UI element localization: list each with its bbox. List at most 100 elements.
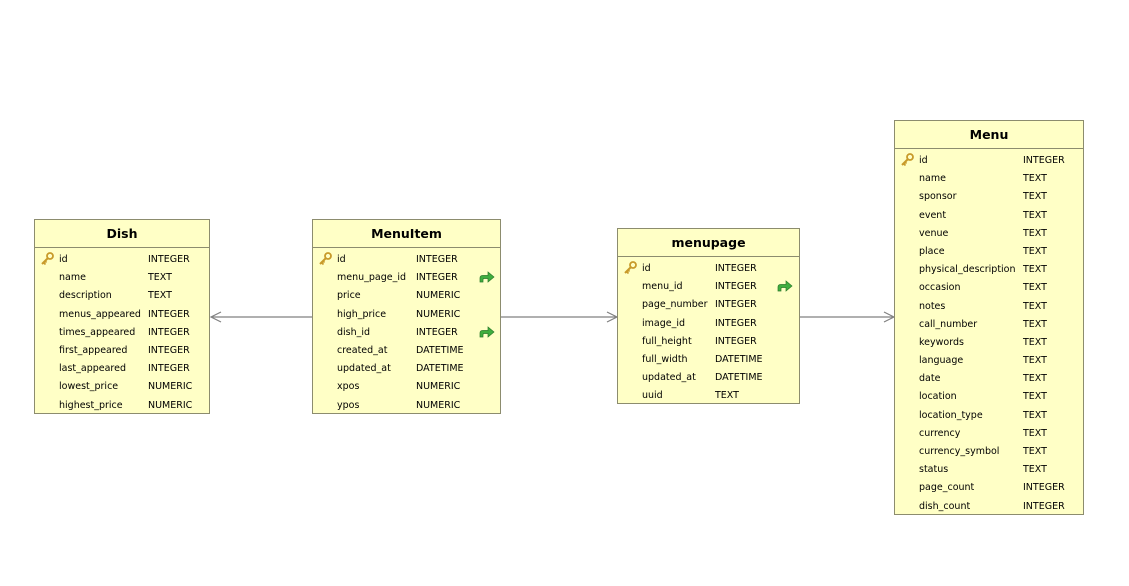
column-type: DATETIME: [715, 353, 763, 365]
entity-title: Menu: [895, 121, 1083, 149]
column-name: dish_count: [919, 500, 971, 512]
column-type: INTEGER: [715, 299, 757, 311]
column-name: date: [919, 373, 941, 385]
entity-title: Dish: [35, 220, 209, 248]
entity-title: MenuItem: [313, 220, 500, 248]
column-type: TEXT: [1023, 373, 1047, 385]
entity-title: menupage: [618, 229, 799, 257]
column-row[interactable]: date TEXT: [895, 370, 1083, 388]
column-name: id: [919, 155, 928, 166]
column-row[interactable]: venue TEXT: [895, 225, 1083, 243]
column-name: sponsor: [919, 191, 957, 203]
column-type: TEXT: [1023, 446, 1047, 457]
column-type: TEXT: [1023, 227, 1047, 239]
column-type: TEXT: [1023, 318, 1047, 330]
column-type: TEXT: [1023, 300, 1047, 312]
column-type: TEXT: [1023, 173, 1047, 185]
column-type: NUMERIC: [416, 308, 461, 320]
column-name: ypos: [337, 399, 360, 411]
column-name: page_number: [642, 299, 708, 311]
column-row[interactable]: ypos NUMERIC: [313, 397, 500, 415]
key-icon: [901, 153, 914, 167]
column-type: TEXT: [1023, 409, 1047, 421]
column-type: INTEGER: [715, 263, 757, 274]
column-type: INTEGER: [1023, 155, 1065, 166]
column-name: name: [919, 173, 946, 185]
column-name: menus_appeared: [59, 308, 141, 320]
key-icon: [319, 252, 332, 266]
column-name: occasion: [919, 282, 961, 294]
column-name: call_number: [919, 318, 978, 330]
column-name: page_count: [919, 482, 975, 494]
column-row[interactable]: name TEXT: [895, 170, 1083, 188]
column-name: name: [59, 272, 86, 284]
column-row[interactable]: updated_at DATETIME: [313, 360, 500, 378]
column-type: TEXT: [1023, 427, 1047, 439]
column-type: INTEGER: [715, 335, 757, 347]
column-name: lowest_price: [59, 381, 119, 393]
column-type: TEXT: [1023, 209, 1047, 221]
column-name: updated_at: [337, 363, 391, 375]
column-row[interactable]: dish_count INTEGER: [895, 498, 1083, 516]
column-name: uuid: [642, 390, 663, 402]
column-type: DATETIME: [416, 344, 464, 356]
column-name: venue: [919, 227, 949, 239]
column-type: NUMERIC: [416, 399, 461, 411]
column-name: times_appeared: [59, 326, 136, 338]
column-row[interactable]: page_number INTEGER: [618, 296, 799, 314]
column-type: DATETIME: [416, 363, 464, 375]
column-type: INTEGER: [1023, 500, 1065, 512]
column-row[interactable]: id INTEGER: [895, 152, 1083, 170]
key-icon: [624, 261, 637, 275]
column-type: TEXT: [1023, 336, 1047, 348]
column-type: INTEGER: [416, 254, 458, 265]
column-row[interactable]: call_number TEXT: [895, 316, 1083, 334]
column-type: TEXT: [1023, 264, 1047, 276]
column-name: description: [59, 290, 112, 302]
